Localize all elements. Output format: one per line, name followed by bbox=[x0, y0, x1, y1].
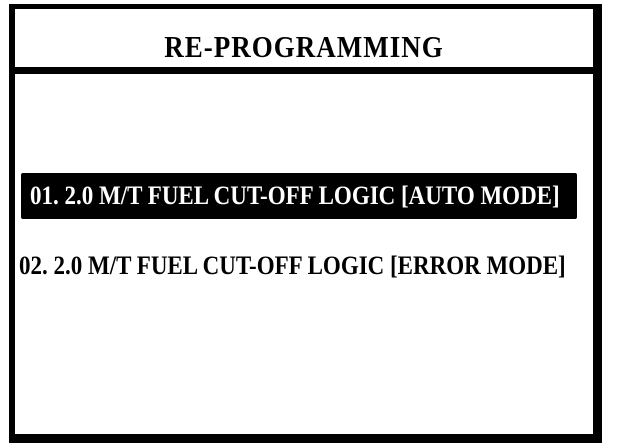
menu-item-label: 01. 2.0 M/T FUEL CUT-OFF LOGIC [AUTO MOD… bbox=[30, 181, 560, 210]
menu-item-01-auto-mode[interactable]: 01. 2.0 M/T FUEL CUT-OFF LOGIC [AUTO MOD… bbox=[21, 173, 577, 219]
menu-item-label: 02. 2.0 M/T FUEL CUT-OFF LOGIC [ERROR MO… bbox=[19, 251, 566, 280]
title-bar: RE-PROGRAMMING bbox=[15, 9, 593, 74]
menu-item-02-error-mode[interactable]: 02. 2.0 M/T FUEL CUT-OFF LOGIC [ERROR MO… bbox=[19, 246, 566, 286]
screen-frame: RE-PROGRAMMING 01. 2.0 M/T FUEL CUT-OFF … bbox=[9, 4, 602, 443]
page-title: RE-PROGRAMMING bbox=[164, 29, 444, 65]
